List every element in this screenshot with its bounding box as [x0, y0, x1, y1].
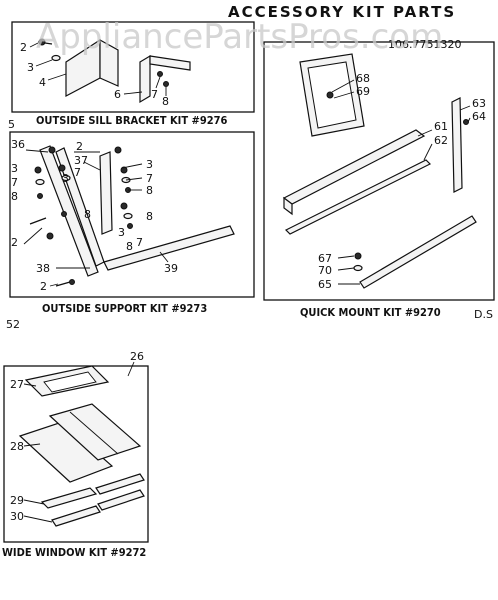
callout-7: 7	[11, 176, 18, 189]
sill-bracket-kit-border	[11, 21, 255, 113]
callout-63: 63	[472, 97, 486, 110]
callout-8: 8	[11, 190, 18, 203]
callout-3: 3	[146, 158, 153, 171]
callout-68: 68	[356, 72, 370, 85]
sill-bracket-kit-number: 5	[8, 118, 15, 131]
callout-3: 3	[27, 61, 34, 74]
upper-channel	[282, 129, 426, 205]
watermark: AppliancePartsPros.com	[36, 17, 443, 57]
upper-channel-end	[283, 196, 293, 216]
callout-2: 2	[76, 140, 83, 153]
wide-window-kit-panel: 26 27 28 29 30 WIDE WINDOW KIT #9272	[2, 350, 149, 559]
callout-2: 2	[20, 41, 27, 54]
seal-strip	[40, 487, 98, 509]
quick-mount-kit-title: QUICK MOUNT KIT #9270	[300, 306, 441, 319]
support-bar	[103, 225, 235, 271]
outside-support-kit-border	[9, 131, 255, 298]
bottom-rail	[359, 215, 477, 289]
callout-3: 3	[11, 162, 18, 175]
callout-7: 7	[151, 88, 158, 101]
outside-support-kit-title: OUTSIDE SUPPORT KIT #9273	[42, 302, 207, 315]
sill-angle-bracket	[139, 54, 151, 104]
model-number: 106.7751320	[388, 38, 461, 51]
callout-2: 2	[40, 280, 47, 293]
filler-panel-rear	[48, 403, 142, 461]
callout-6: 6	[114, 88, 121, 101]
wide-window-kit-border	[3, 365, 149, 543]
callout-28: 28	[10, 440, 24, 453]
callout-65: 65	[318, 278, 332, 291]
screw	[38, 38, 46, 46]
outside-support-kit-number: 52	[6, 318, 20, 331]
lower-channel	[284, 159, 432, 235]
callout-3: 3	[62, 172, 69, 185]
sill-bracket-kit-panel: 2 3 4 6 7 8 5 OUTSIDE SILL BRACKET KIT #…	[8, 21, 255, 131]
callout-70: 70	[318, 264, 332, 277]
support-arm	[39, 145, 99, 277]
vertical-bracket	[99, 151, 113, 235]
callout-36: 36	[11, 138, 25, 151]
callout-8: 8	[126, 240, 133, 253]
quick-mount-kit-panel: 106.7751320 68 69 61 62 63 64 67 70 65	[263, 38, 495, 321]
wide-window-kit-number: 26	[130, 350, 144, 363]
washer	[51, 54, 61, 62]
callout-7: 7	[136, 236, 143, 249]
filler-panel	[18, 421, 114, 483]
sill-bracket-kit-title: OUTSIDE SILL BRACKET KIT #9276	[36, 114, 227, 127]
page-title: ACCESSORY KIT PARTS	[228, 3, 456, 21]
callout-38: 38	[36, 262, 50, 275]
callout-8: 8	[146, 184, 153, 197]
side-bracket	[451, 97, 463, 193]
callout-67: 67	[318, 252, 332, 265]
outside-support-kit-panel: 36 2 37 3 7 8 3 7 8 3 7 8 2 8 3 7 8 38 3…	[6, 131, 255, 331]
callout-64: 64	[472, 110, 486, 123]
callout-37: 37	[74, 154, 88, 167]
sill-angle-bracket-top	[149, 55, 191, 71]
seal-strip	[51, 505, 101, 527]
quick-mount-kit-border	[263, 41, 495, 301]
callout-39: 39	[164, 262, 178, 275]
callout-27: 27	[10, 378, 24, 391]
callout-3: 3	[118, 226, 125, 239]
callout-7: 7	[74, 166, 81, 179]
sill-bracket-plate-side	[99, 38, 119, 87]
callout-8: 8	[146, 210, 153, 223]
callout-29: 29	[10, 494, 24, 507]
callout-8: 8	[84, 208, 91, 221]
callout-8: 8	[162, 95, 169, 108]
callout-30: 30	[10, 510, 24, 523]
corner-mark: D.S	[474, 308, 493, 321]
callout-2: 2	[11, 236, 18, 249]
callout-4: 4	[39, 76, 46, 89]
seal-strip	[97, 489, 145, 511]
callout-62: 62	[434, 134, 448, 147]
wide-window-kit-title: WIDE WINDOW KIT #9272	[2, 546, 146, 559]
callout-7: 7	[146, 172, 153, 185]
callout-61: 61	[434, 120, 448, 133]
seal-strip	[95, 473, 145, 495]
callout-69: 69	[356, 85, 370, 98]
